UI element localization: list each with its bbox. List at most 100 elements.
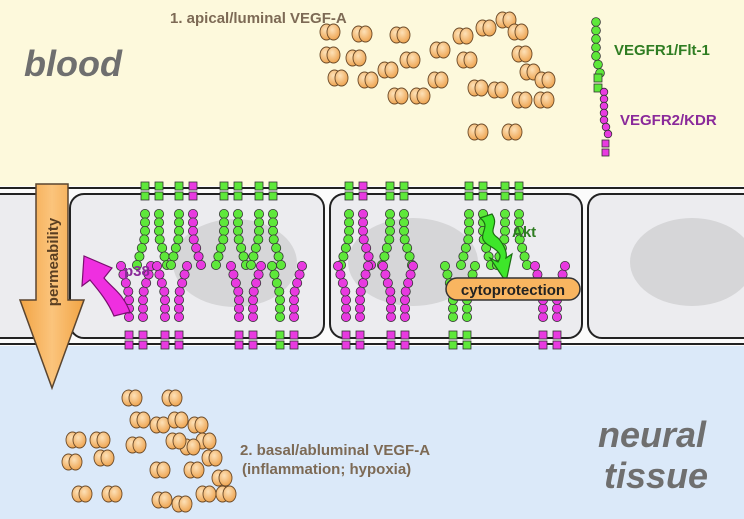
apical-vegf-26 [467,123,489,141]
apical-vegf-10 [409,87,431,105]
apical-vegf-4 [345,49,367,67]
apical-vegf-6 [327,69,349,87]
apical-vegf-17 [507,23,529,41]
basal-vegf-7 [71,485,93,503]
apical-vegf-11 [387,87,409,105]
apical-vegf-3 [319,46,341,64]
apical-receptor-2-arm-left [165,181,184,270]
apical-receptor-7-arm-left [455,181,474,270]
apical-vegf-7 [377,61,399,79]
apical-vegf-19 [519,63,541,81]
akt-label: Akt [512,224,536,241]
basal-receptor-7 [439,260,480,350]
basal-receptor-4-arm-left [266,260,285,350]
basal-receptor-6-arm-right [399,260,418,350]
p38-label: p38 [124,263,150,280]
apical-receptor-4-arm-right [267,181,286,270]
apical-vegf-21 [533,91,555,109]
nucleus-1 [173,219,297,307]
apical-receptor-3-arm-left [210,181,229,270]
apical-vegf-18 [511,45,533,63]
cytoprotection-label: cytoprotection [461,282,565,299]
apical-vegf-14 [452,27,474,45]
apical-vegf-5 [357,71,379,89]
basal-receptor-1 [116,260,156,350]
basal-receptor-2-arm-right [173,260,192,350]
basal-receptor-6-arm-left [377,260,396,350]
apical-label: 1. apical/luminal VEGF-A [170,10,347,27]
legend-vegfr2-icon [599,87,613,157]
basal-vegf-4 [89,431,111,449]
apical-receptor-5-arm-right [357,181,376,270]
basal-vegf-21 [215,485,237,503]
apical-vegf-8 [399,51,421,69]
akt-arrow: Akt [478,213,536,284]
receptor-group [116,181,571,350]
permeability-label: permeability [45,217,62,306]
apical-vegf-15 [475,19,497,37]
basal-vegf-9 [93,449,115,467]
basal-vegf-1 [121,389,143,407]
basal-receptor-3-arm-right [247,260,266,350]
basal-vegf-19 [201,449,223,467]
basal-vegf-14 [195,432,217,450]
apical-vegf-24 [467,79,489,97]
permeability-arrow: permeability [18,183,86,391]
basal-receptor-5 [332,260,373,350]
basal-vegf-11 [149,416,171,434]
basal-label-line2: (inflammation; hypoxia) [242,461,411,478]
apical-vegf-9 [389,26,411,44]
basal-receptor-3-arm-left [225,260,244,350]
apical-receptor-1-arm-left [131,181,150,270]
basal-vegf-24 [151,491,173,509]
apical-receptor-3 [210,181,251,270]
tissue-region [0,340,744,519]
apical-receptor-2 [165,181,206,270]
legend-vegfr1-label: VEGFR1/Flt-1 [614,42,710,59]
basal-vegf-18 [183,461,205,479]
apical-receptor-3-arm-right [232,181,251,270]
basal-vegf-8 [101,485,123,503]
basal-vegf-16 [165,432,187,450]
apical-vegf-13 [429,41,451,59]
apical-vegf-1 [319,23,341,41]
basal-vegf-23 [171,495,193,513]
basal-receptor-4-arm-right [288,260,307,350]
legend-vegfr2-label: VEGFR2/KDR [620,112,717,129]
basal-vegf-13 [187,416,209,434]
basal-vegf-20 [211,469,233,487]
basal-receptor-5-arm-left [332,260,351,350]
legend-vegfr1-icon [591,17,605,93]
apical-vegf-20 [534,71,556,89]
basal-vegf-3 [129,411,151,429]
nucleus-3 [630,218,744,306]
basal-receptor-3 [225,260,266,350]
basal-vegf-12 [167,411,189,429]
basal-vegf-22 [195,485,217,503]
tissue-label: tissue [604,455,708,496]
blood-label: blood [24,43,123,84]
basal-receptor-2 [151,260,192,350]
apical-vegf-2 [351,25,373,43]
apical-receptor-6 [376,181,417,270]
basal-receptor-5-arm-right [354,260,373,350]
basal-receptor-6 [377,260,418,350]
basal-label-line1: 2. basal/abluminal VEGF-A [240,442,430,459]
apical-receptor-4 [245,181,286,270]
legend: VEGFR1/Flt-1 VEGFR2/KDR [591,17,717,157]
apical-receptor-6-arm-right [398,181,417,270]
basal-receptor-2-arm-left [151,260,170,350]
apical-vegf-12 [427,71,449,89]
apical-receptor-8-arm-right [514,181,533,270]
apical-receptor-4-arm-left [245,181,264,270]
basal-vegf-6 [61,453,83,471]
basal-receptor-1-arm-right [137,260,156,350]
basal-vegf-10 [125,436,147,454]
basal-vegf-5 [65,431,87,449]
basal-vegf-17 [149,461,171,479]
apical-vegf-23 [487,81,509,99]
apical-vegf-22 [511,91,533,109]
cytoprotection-box: cytoprotection [445,277,581,301]
neural-label: neural [598,414,707,455]
